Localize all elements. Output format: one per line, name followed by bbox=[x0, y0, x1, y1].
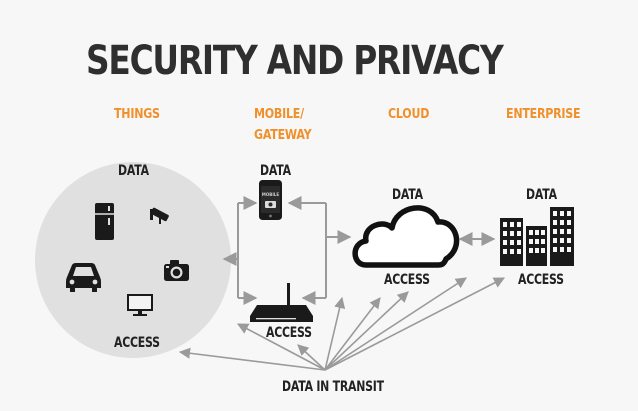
things-circle bbox=[35, 162, 231, 358]
cloud-data-label: DATA bbox=[392, 187, 423, 203]
column-heading-gateway-line2: GATEWAY bbox=[254, 127, 312, 143]
router-icon bbox=[250, 283, 313, 322]
cloud-icon bbox=[352, 205, 460, 268]
mobile-data-label: DATA bbox=[260, 163, 291, 179]
smartphone-icon: MOBILE bbox=[259, 180, 282, 220]
data-in-transit-arrows bbox=[178, 277, 505, 371]
things-data-label: DATA bbox=[118, 163, 149, 179]
page-title: SECURITY AND PRIVACY bbox=[86, 38, 504, 84]
cloud-access-label: ACCESS bbox=[384, 272, 430, 288]
gateway-access-label: ACCESS bbox=[266, 325, 312, 341]
enterprise-data-label: DATA bbox=[526, 187, 557, 203]
column-heading-cloud: CLOUD bbox=[388, 106, 430, 122]
column-heading-enterprise: ENTERPRISE bbox=[506, 106, 581, 122]
things-gateway-connector bbox=[222, 196, 258, 305]
gateway-cloud-connector bbox=[287, 196, 352, 305]
monitor-icon bbox=[127, 294, 153, 316]
phone-screen-label: MOBILE bbox=[262, 192, 279, 197]
column-heading-things: THINGS bbox=[114, 106, 160, 122]
fridge-icon bbox=[95, 203, 114, 240]
data-in-transit-label: DATA IN TRANSIT bbox=[282, 379, 384, 395]
buildings-icon bbox=[500, 207, 574, 266]
security-camera-icon bbox=[150, 207, 169, 224]
enterprise-access-label: ACCESS bbox=[518, 272, 564, 288]
car-icon bbox=[66, 263, 101, 292]
things-access-label: ACCESS bbox=[114, 335, 160, 351]
camera-icon bbox=[164, 260, 189, 281]
column-heading-mobile-line1: MOBILE/ bbox=[254, 106, 304, 122]
